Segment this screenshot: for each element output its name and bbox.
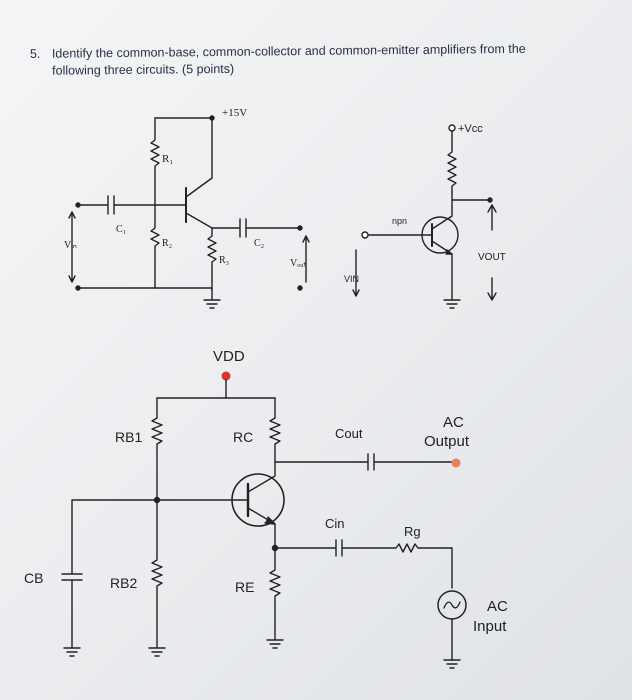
c2-vout-down-arrow	[487, 277, 497, 301]
c1-capacitor-c1	[77, 195, 156, 215]
c2-input-node	[361, 231, 369, 239]
c1-vout-arrow	[302, 235, 310, 283]
c3-resistor-rb1	[151, 397, 163, 521]
c3-re-label: RE	[235, 579, 254, 595]
c1-supply-label: +15V	[222, 107, 247, 119]
c3-cout-label: Cout	[335, 426, 363, 441]
c2-collector-resistor	[447, 130, 491, 201]
c1-r3-label: R₃	[219, 255, 229, 266]
circuit-2: +Vcc npn VIN VOUT	[344, 123, 506, 309]
c3-ground-re	[266, 639, 284, 649]
c1-transistor-emitter	[185, 212, 213, 229]
c3-resistor-re	[269, 547, 281, 641]
c3-ac-output-node	[451, 458, 461, 468]
c1-transistor-collector	[185, 177, 213, 198]
c1-resistor-r1	[150, 117, 160, 201]
c1-resistor-r3	[207, 227, 217, 291]
c3-ground-rb2	[148, 647, 166, 657]
c1-ground	[77, 287, 221, 309]
c2-vout-label: VOUT	[478, 252, 506, 263]
c3-vdd-node	[221, 371, 231, 381]
circuit-1: +15V R₁ C₁ R₂ R₃ C₂	[64, 107, 310, 309]
c3-ac-input-label-1: AC	[487, 598, 508, 615]
c3-ac-input-label-2: Input	[473, 618, 507, 635]
c1-c2-label: C₂	[254, 238, 264, 249]
c3-resistor-rc	[269, 397, 361, 463]
c1-r1-label: R₁	[162, 153, 173, 165]
c3-rc-label: RC	[233, 429, 253, 445]
c1-vout-label: Vₒᵤₜ	[290, 258, 306, 269]
c3-ground-cb	[63, 647, 81, 657]
sine-wave-icon	[443, 601, 461, 609]
c3-cb-label: CB	[24, 570, 43, 586]
c3-ac-output-label-2: Output	[424, 433, 470, 450]
c3-rg-label: Rg	[404, 524, 421, 539]
c3-rb1-label: RB1	[115, 429, 142, 445]
c2-vin-arrow	[352, 249, 360, 297]
c3-cin-label: Cin	[325, 516, 345, 531]
c1-r2-label: R₂	[162, 238, 172, 249]
c3-capacitor-cout	[359, 453, 456, 471]
c2-ground	[443, 299, 461, 309]
c2-npn-label: npn	[392, 216, 407, 226]
c3-ground-input	[443, 659, 461, 669]
c1-c1-label: C₁	[116, 224, 126, 235]
c3-cin-rg-branch	[274, 539, 453, 589]
circuit-3: VDD RB1 RC Cout AC Output	[24, 348, 508, 669]
c2-vcc-label: +Vcc	[458, 123, 483, 135]
c1-vin-label: Vᵢₙ	[64, 240, 77, 251]
c3-ac-output-label-1: AC	[443, 414, 464, 431]
c3-vdd-label: VDD	[213, 348, 245, 365]
c3-rb2-label: RB2	[110, 575, 137, 591]
c2-vcc-node	[448, 124, 456, 132]
c2-vin-label: VIN	[344, 274, 359, 284]
c2-vout-up-arrow	[487, 204, 497, 231]
c3-resistor-rb2	[151, 519, 163, 649]
c1-resistor-r2	[150, 204, 160, 289]
c1-capacitor-c2	[211, 218, 301, 238]
c1-vin-arrow	[68, 211, 76, 283]
c3-capacitor-cb	[61, 499, 158, 649]
